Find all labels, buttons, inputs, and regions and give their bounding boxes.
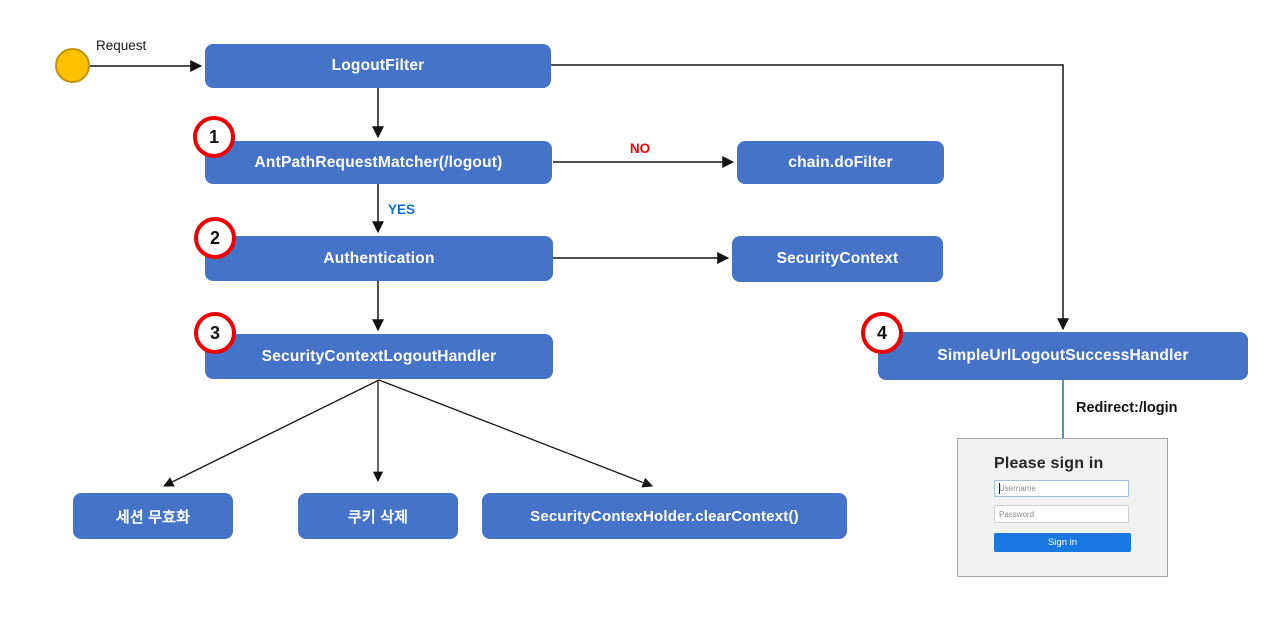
node-chain-do-filter: chain.doFilter (737, 141, 944, 184)
start-circle (55, 48, 90, 83)
node-security-context-logout-handler: SecurityContextLogoutHandler (205, 334, 553, 379)
step-badge-4: 4 (861, 312, 903, 354)
request-label: Request (96, 38, 147, 53)
login-form-panel: Please sign in Sign in (957, 438, 1168, 577)
step-badge-1: 1 (193, 116, 235, 158)
node-cookie-deletion: 쿠키 삭제 (298, 493, 458, 539)
node-security-context: SecurityContext (732, 236, 943, 282)
no-branch-label: NO (629, 141, 651, 156)
node-session-invalidation: 세션 무효화 (73, 493, 233, 539)
edge-logoutfilter-to-successhandler (551, 64, 1069, 331)
step-badge-2: 2 (194, 217, 236, 259)
node-authentication: Authentication (205, 236, 553, 281)
node-logout-filter: LogoutFilter (205, 44, 551, 88)
yes-branch-label: YES (388, 202, 416, 217)
text-caret (999, 483, 1000, 494)
password-input[interactable] (994, 505, 1129, 523)
node-simple-url-logout-success-handler: SimpleUrlLogoutSuccessHandler (878, 332, 1248, 380)
node-ant-path-request-matcher: AntPathRequestMatcher(/logout) (205, 141, 552, 184)
node-clear-context: SecurityContexHolder.clearContext() (482, 493, 847, 539)
login-form-title: Please sign in (994, 455, 1104, 472)
username-input[interactable] (994, 480, 1129, 497)
redirect-login-label: Redirect:/login (1076, 400, 1178, 416)
step-badge-3: 3 (194, 312, 236, 354)
edge-handler-to-session-invalidation (163, 379, 380, 487)
edge-handler-to-clearcontext (378, 379, 653, 488)
sign-in-button[interactable]: Sign in (994, 533, 1131, 552)
